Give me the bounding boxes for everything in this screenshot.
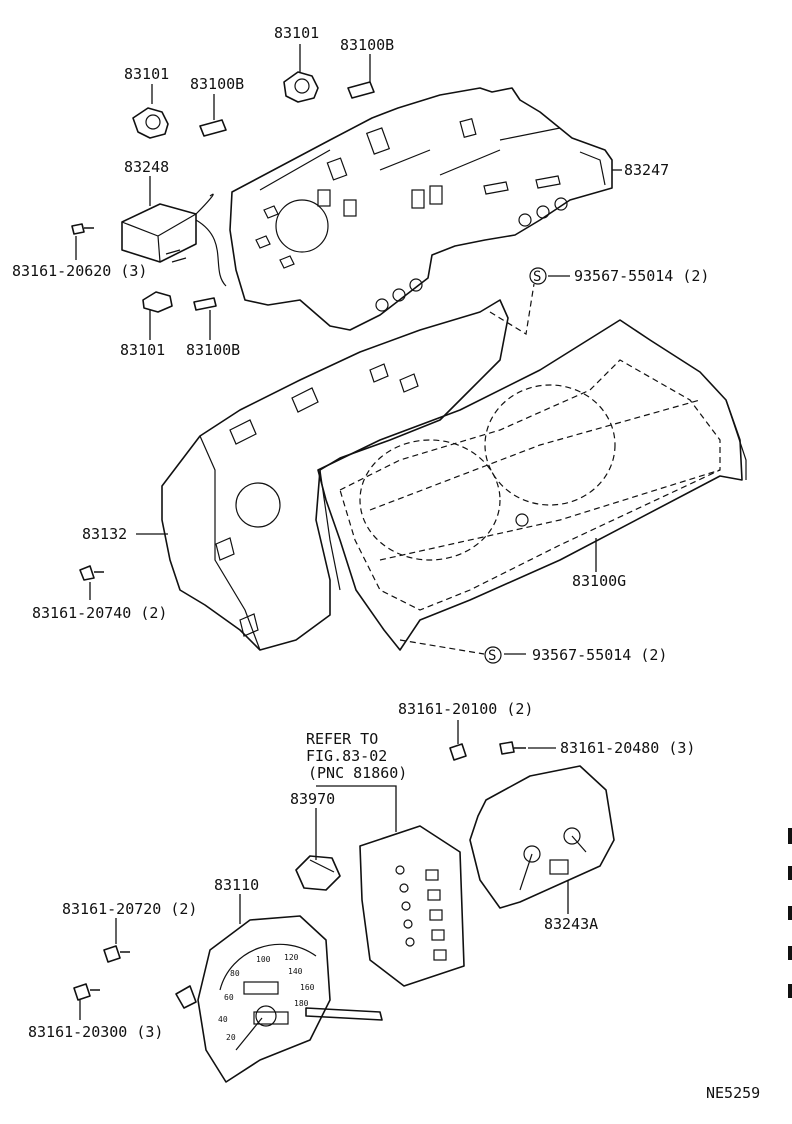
edge-mark-4 xyxy=(788,946,792,960)
svg-text:160: 160 xyxy=(300,983,315,992)
screw-83161-20740-shape xyxy=(79,565,104,581)
edge-mark-5 xyxy=(788,984,792,998)
svg-text:80: 80 xyxy=(230,969,240,978)
label-refer-line3: (PNC 81860) xyxy=(308,764,407,782)
wire-harness-connector xyxy=(121,193,227,287)
label-83100b-top-center: 83100B xyxy=(340,36,394,54)
svg-text:40: 40 xyxy=(218,1015,228,1024)
svg-text:100: 100 xyxy=(256,955,271,964)
buzzer-unit xyxy=(295,855,341,891)
leader-clip-top xyxy=(489,283,535,335)
s-clip-letter-top: S xyxy=(533,269,541,285)
printed-circuit-board xyxy=(359,825,465,987)
svg-text:140: 140 xyxy=(288,967,303,976)
speedometer: 80 100 120 140 160 180 60 40 20 xyxy=(175,915,383,1083)
bulb-top-center xyxy=(347,81,375,99)
screw-83161-20620-shape xyxy=(71,223,94,235)
rear-circuit-plate xyxy=(229,87,613,331)
label-83110: 83110 xyxy=(214,876,259,894)
meter-case xyxy=(161,299,509,651)
svg-text:20: 20 xyxy=(226,1033,236,1042)
bulb-socket-top-left xyxy=(132,107,169,139)
svg-text:60: 60 xyxy=(224,993,234,1002)
svg-text:180: 180 xyxy=(294,999,309,1008)
bulb-lower-left xyxy=(193,297,217,311)
label-refer-line2: FIG.83-02 xyxy=(306,747,387,765)
edge-mark-2 xyxy=(788,866,792,880)
label-93567-bottom: 93567-55014 (2) xyxy=(532,646,667,664)
label-93567-top: 93567-55014 (2) xyxy=(574,267,709,285)
s-clip-letter-bottom: S xyxy=(488,648,496,664)
edge-mark-3 xyxy=(788,906,792,920)
label-83132: 83132 xyxy=(82,525,127,543)
bulb-socket-top-center xyxy=(283,71,319,103)
label-83161-20720: 83161-20720 (2) xyxy=(62,900,197,918)
label-83243a: 83243A xyxy=(544,915,598,933)
diagram-reference-code: NE5259 xyxy=(706,1084,760,1102)
edge-mark-1 xyxy=(788,828,792,844)
label-83161-20480: 83161-20480 (3) xyxy=(560,739,695,757)
label-83248: 83248 xyxy=(124,158,169,176)
label-83161-20740: 83161-20740 (2) xyxy=(32,604,167,622)
bulb-top-left xyxy=(199,119,227,137)
screw-83161-20720-shape xyxy=(103,945,130,963)
label-83970: 83970 xyxy=(290,790,335,808)
label-83100b-top-left: 83100B xyxy=(190,75,244,93)
leader-lines xyxy=(75,44,622,1020)
meter-lens-glass xyxy=(317,319,747,651)
fuel-temp-gauge xyxy=(469,765,615,909)
label-83247: 83247 xyxy=(624,161,669,179)
svg-text:120: 120 xyxy=(284,953,299,962)
s-clip-symbol-top: S xyxy=(529,267,547,285)
label-83101-top-left: 83101 xyxy=(124,65,169,83)
label-83101-lower: 83101 xyxy=(120,341,165,359)
label-83161-20100: 83161-20100 (2) xyxy=(398,700,533,718)
label-83100b-lower: 83100B xyxy=(186,341,240,359)
leader-clip-bottom xyxy=(399,639,485,655)
screw-83161-20300-shape xyxy=(73,983,100,1001)
label-refer-line1: REFER TO xyxy=(306,730,378,748)
s-clip-symbol-bottom: S xyxy=(484,646,502,664)
label-83100g: 83100G xyxy=(572,572,626,590)
label-83161-20620: 83161-20620 (3) xyxy=(12,262,147,280)
screw-83161-20480-shape xyxy=(499,741,526,755)
bulb-socket-lower-left xyxy=(142,291,173,313)
label-83161-20300: 83161-20300 (3) xyxy=(28,1023,163,1041)
label-83101-top-center: 83101 xyxy=(274,24,319,42)
screw-83161-20100-shape xyxy=(449,743,467,761)
